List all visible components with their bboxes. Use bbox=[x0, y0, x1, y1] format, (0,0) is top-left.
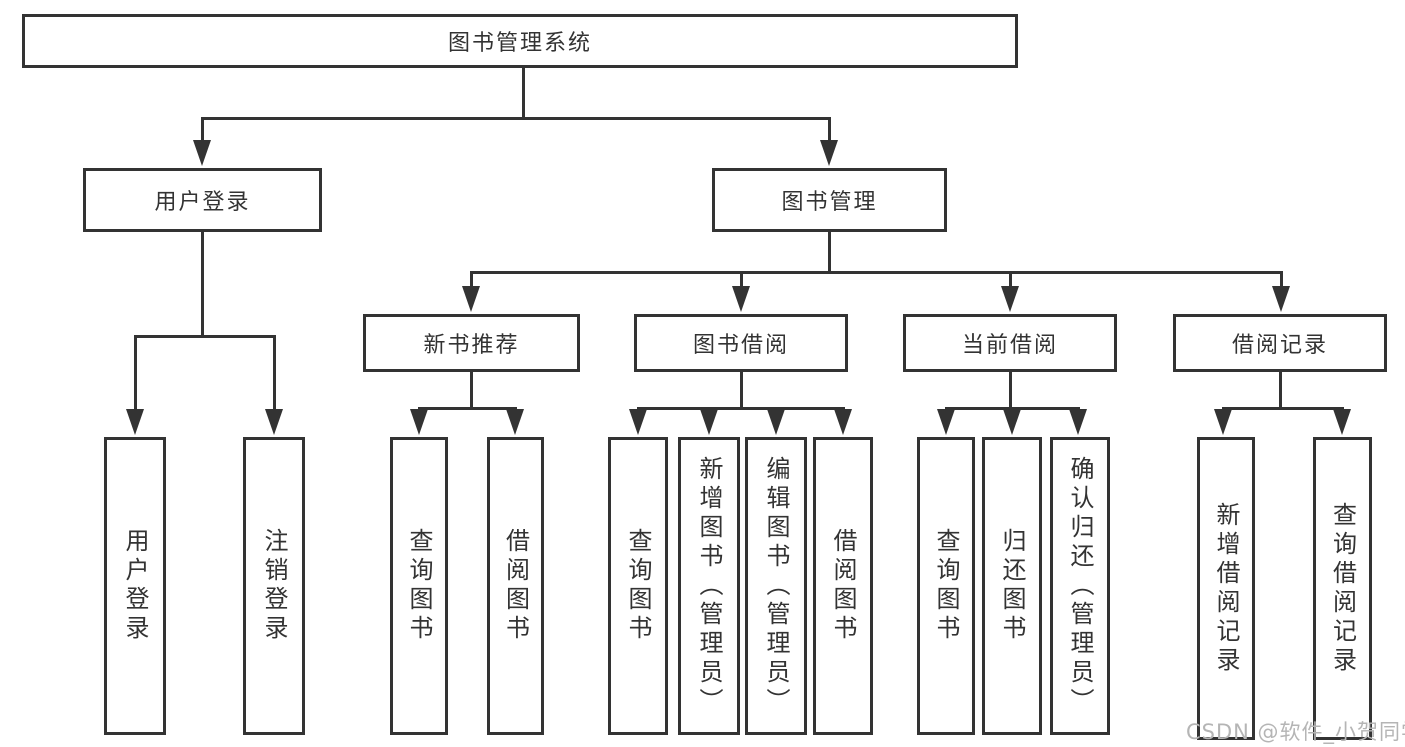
node-label: 查询图书 bbox=[624, 528, 652, 644]
node-label: 确认归还（管理员） bbox=[1066, 455, 1094, 717]
node-label: 图书管理 bbox=[781, 190, 878, 215]
node-label: 编辑图书（管理员） bbox=[762, 455, 790, 717]
connector-line bbox=[469, 370, 473, 407]
node-label: 用户登录 bbox=[121, 528, 149, 644]
node-label: 新增图书（管理员） bbox=[695, 455, 723, 717]
connector-line bbox=[133, 334, 273, 338]
arrowhead-down-icon bbox=[732, 286, 750, 312]
node-leaf-add-borrow-record: 新增借阅记录 bbox=[1197, 437, 1255, 740]
arrowhead-down-icon bbox=[937, 409, 955, 435]
node-root: 图书管理系统 bbox=[22, 14, 1018, 68]
node-leaf-edit-books: 编辑图书（管理员） bbox=[745, 437, 807, 735]
connector-line bbox=[1008, 370, 1012, 407]
node-borrowing-records: 借阅记录 bbox=[1173, 314, 1387, 372]
arrow-shaft bbox=[272, 334, 276, 412]
arrow-shaft bbox=[1279, 270, 1283, 289]
node-label: 图书借阅 bbox=[692, 333, 789, 358]
node-leaf-borrow-books-1: 借阅图书 bbox=[487, 437, 544, 735]
arrow-shaft bbox=[469, 270, 473, 289]
csdn-watermark: CSDN @软件_小贺同学 bbox=[1186, 720, 1405, 744]
arrowhead-down-icon bbox=[820, 140, 838, 166]
node-label: 新增借阅记录 bbox=[1212, 501, 1240, 676]
node-leaf-query-books-2: 查询图书 bbox=[608, 437, 668, 735]
node-label: 图书管理系统 bbox=[447, 31, 592, 56]
arrowhead-down-icon bbox=[193, 140, 211, 166]
node-book-management: 图书管理 bbox=[712, 168, 947, 232]
node-leaf-query-borrow-record: 查询借阅记录 bbox=[1313, 437, 1372, 740]
arrow-shaft bbox=[739, 270, 743, 289]
connector-line bbox=[200, 116, 829, 120]
node-label: 查询借阅记录 bbox=[1328, 501, 1357, 676]
node-label: 注销登录 bbox=[260, 528, 288, 644]
arrowhead-down-icon bbox=[629, 409, 647, 435]
node-leaf-return-books: 归还图书 bbox=[982, 437, 1042, 735]
node-user-login: 用户登录 bbox=[83, 168, 322, 232]
arrowhead-down-icon bbox=[700, 409, 718, 435]
node-leaf-add-books: 新增图书（管理员） bbox=[678, 437, 740, 735]
node-leaf-confirm-return: 确认归还（管理员） bbox=[1050, 437, 1110, 735]
node-label: 归还图书 bbox=[998, 528, 1026, 644]
node-label: 借阅记录 bbox=[1231, 333, 1328, 358]
arrowhead-down-icon bbox=[126, 409, 144, 435]
connector-line bbox=[636, 406, 842, 410]
arrowhead-down-icon bbox=[834, 409, 852, 435]
node-leaf-borrow-books-2: 借阅图书 bbox=[813, 437, 873, 735]
connector-line bbox=[469, 270, 1280, 274]
arrowhead-down-icon bbox=[767, 409, 785, 435]
connector-line bbox=[417, 406, 514, 410]
arrowhead-down-icon bbox=[1333, 409, 1351, 435]
node-label: 新书推荐 bbox=[423, 333, 520, 358]
arrow-shaft bbox=[200, 116, 204, 143]
node-label: 当前借阅 bbox=[961, 333, 1058, 358]
arrowhead-down-icon bbox=[265, 409, 283, 435]
arrowhead-down-icon bbox=[1069, 409, 1087, 435]
node-leaf-query-books-3: 查询图书 bbox=[917, 437, 975, 735]
node-leaf-logout: 注销登录 bbox=[243, 437, 305, 735]
arrow-shaft bbox=[1008, 270, 1012, 289]
node-leaf-user-login: 用户登录 bbox=[104, 437, 166, 735]
connector-line bbox=[1221, 406, 1341, 410]
arrowhead-down-icon bbox=[1003, 409, 1021, 435]
node-leaf-query-books-1: 查询图书 bbox=[390, 437, 448, 735]
connector-line bbox=[521, 66, 525, 117]
node-new-book-recommend: 新书推荐 bbox=[363, 314, 580, 372]
arrowhead-down-icon bbox=[410, 409, 428, 435]
node-label: 查询图书 bbox=[405, 528, 433, 644]
node-label: 借阅图书 bbox=[501, 528, 530, 644]
connector-line bbox=[739, 370, 743, 407]
arrow-shaft bbox=[133, 334, 137, 412]
node-book-borrowing: 图书借阅 bbox=[634, 314, 848, 372]
node-label: 查询图书 bbox=[932, 528, 960, 644]
connector-line bbox=[200, 230, 204, 335]
connector-line bbox=[827, 230, 831, 271]
connector-line bbox=[1278, 370, 1282, 407]
arrowhead-down-icon bbox=[1001, 286, 1019, 312]
node-label: 借阅图书 bbox=[829, 528, 857, 644]
arrowhead-down-icon bbox=[506, 409, 524, 435]
arrowhead-down-icon bbox=[1214, 409, 1232, 435]
arrowhead-down-icon bbox=[462, 286, 480, 312]
arrowhead-down-icon bbox=[1272, 286, 1290, 312]
node-current-borrowing: 当前借阅 bbox=[903, 314, 1117, 372]
arrow-shaft bbox=[827, 116, 831, 143]
node-label: 用户登录 bbox=[154, 190, 251, 215]
